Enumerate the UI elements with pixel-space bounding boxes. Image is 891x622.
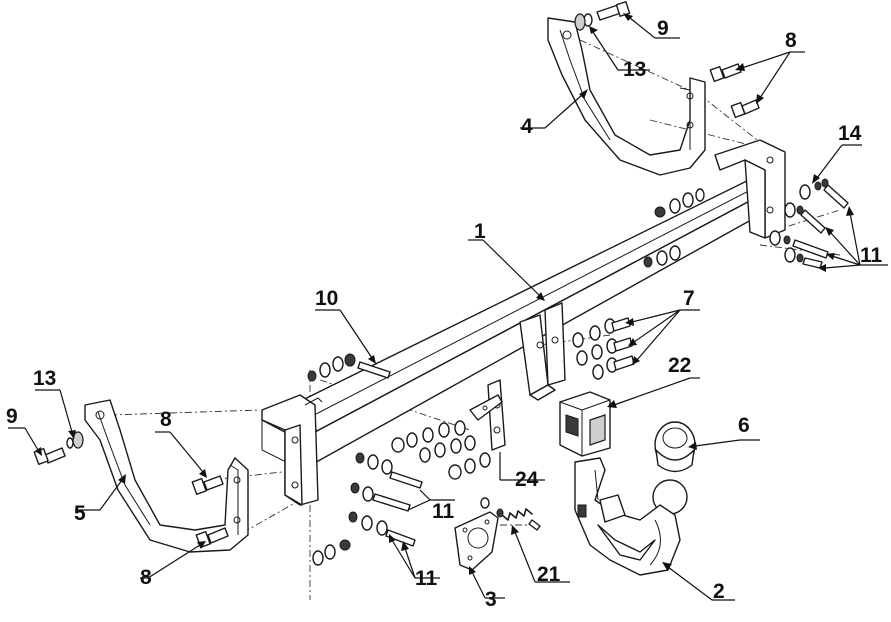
- part-3-socket-plate: [454, 497, 499, 571]
- leaders: [8, 13, 888, 601]
- part-11-left-fasteners: [312, 420, 491, 566]
- part-7-centre-bolts: [572, 317, 635, 380]
- label-part-11-left-bottom: 11: [415, 567, 438, 590]
- label-part-11-right: 11: [860, 244, 883, 267]
- label-part-8-left-bottom: 8: [140, 566, 152, 589]
- part-21-spring-bolt: [496, 508, 541, 531]
- label-part-24: 24: [515, 468, 539, 491]
- label-part-2: 2: [713, 580, 725, 603]
- part-2-ball-neck: [574, 457, 688, 576]
- label-part-11-left-top: 11: [432, 500, 455, 523]
- part-1-cross-beam: [261, 139, 786, 506]
- part-labels: 1 2 3 4 5 6 7 8 8 8 9 9 10 11 11 11 13 1…: [6, 17, 883, 611]
- label-part-6: 6: [738, 414, 750, 437]
- label-part-8-right: 8: [785, 29, 797, 52]
- label-part-1: 1: [474, 220, 486, 243]
- label-part-14: 14: [838, 122, 862, 145]
- label-part-21: 21: [537, 563, 561, 586]
- label-part-10: 10: [315, 287, 338, 310]
- label-part-9-right: 9: [657, 17, 669, 40]
- part-10-bolt: [307, 353, 391, 382]
- part-5-left-arm: [84, 399, 249, 553]
- part-22-electrical-module: [559, 391, 611, 457]
- part-11-14-right-fasteners: [643, 178, 849, 269]
- part-8-arm-bolts: [191, 63, 760, 548]
- label-part-22: 22: [668, 354, 691, 377]
- label-part-7: 7: [683, 287, 695, 310]
- label-part-13-right: 13: [623, 58, 646, 81]
- part-4-right-arm: [547, 17, 706, 176]
- label-part-3: 3: [485, 588, 497, 611]
- label-part-9-left: 9: [6, 405, 18, 428]
- label-part-5: 5: [74, 502, 86, 525]
- label-part-13-left: 13: [33, 367, 56, 390]
- label-part-4: 4: [521, 115, 533, 138]
- part-24-bracket: [469, 394, 503, 421]
- label-part-8-left-top: 8: [160, 408, 172, 431]
